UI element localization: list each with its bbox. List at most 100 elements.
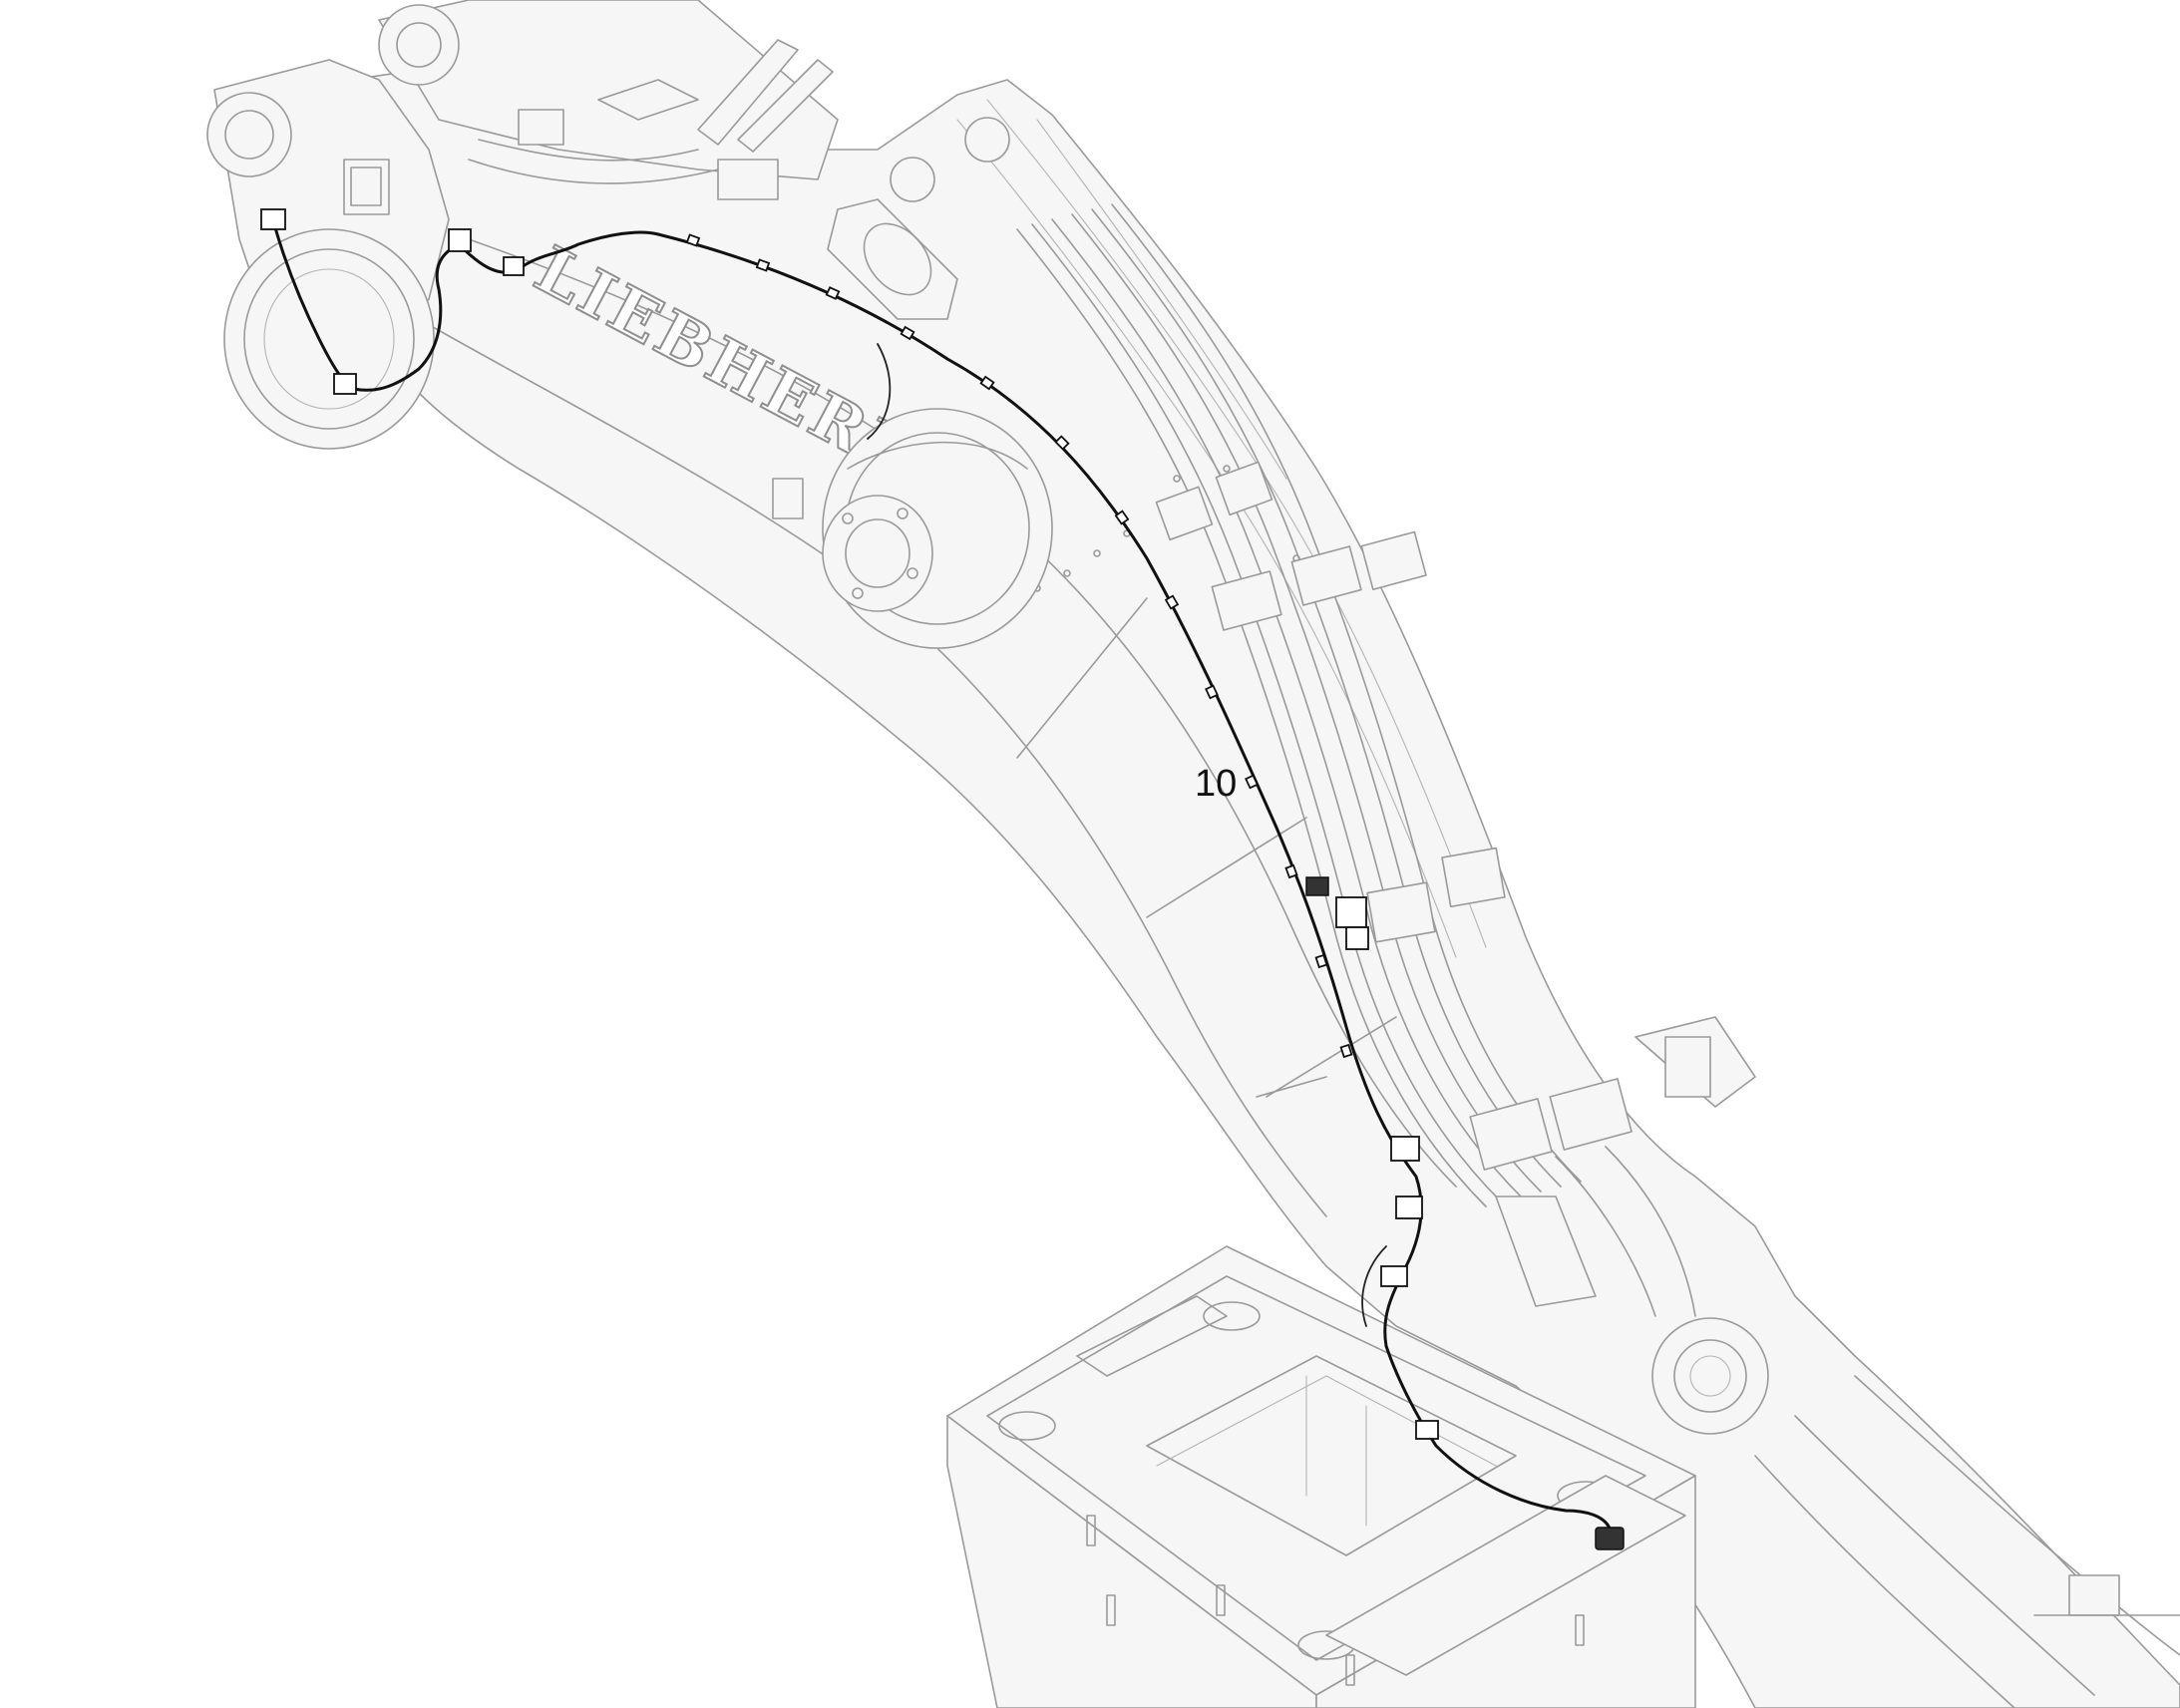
- boom-head-pin-left-bore: [224, 110, 274, 160]
- hose-clamp-9: [1549, 1078, 1633, 1151]
- box-slot-1: [1086, 1515, 1096, 1546]
- box-top-plate: [1076, 1295, 1228, 1377]
- pivot-side-bracket: [772, 478, 804, 519]
- hydraulic-line-4: [1071, 213, 1542, 1193]
- boom-cylinder-pivot: [772, 408, 1053, 649]
- box-slot-3: [1216, 1584, 1226, 1616]
- harness-junction-box-2: [1335, 896, 1367, 928]
- hose-clamp-6: [1366, 881, 1436, 943]
- box-slot-5: [1575, 1614, 1585, 1646]
- harness-clip: [685, 233, 701, 247]
- hydraulic-line-6: [1111, 203, 1582, 1183]
- pivot-hub-cap: [822, 495, 933, 612]
- harness-connector-1: [1345, 926, 1369, 950]
- harness-main-run: [656, 232, 1613, 1533]
- head-cylinder-rod-2: [737, 59, 834, 153]
- hydraulic-line-bundle: [1016, 203, 1633, 1207]
- boom-foot-cross-plate: [1495, 1196, 1597, 1307]
- harness-clip: [1314, 953, 1328, 969]
- harness-to-head: [457, 230, 660, 274]
- boom-foot: [1495, 1016, 2180, 1708]
- boom-eye-lower: [223, 228, 435, 450]
- harness-clip: [1205, 684, 1219, 700]
- boom-foot-plate: [1664, 1036, 1711, 1098]
- box-slot-2: [1106, 1594, 1116, 1626]
- boom-foot-pin-inner: [1673, 1339, 1747, 1413]
- hydraulic-line-5: [1091, 208, 1562, 1188]
- hydraulic-line-3: [1051, 218, 1522, 1197]
- chassis-rail-1: [1794, 1415, 2095, 1696]
- box-opening: [1146, 1355, 1517, 1556]
- head-valve-block: [717, 159, 779, 200]
- hydraulic-line-2: [1031, 223, 1502, 1202]
- chassis-rail-3: [1854, 1375, 2180, 1656]
- wiring-harness: [260, 208, 1625, 1550]
- harness-clip: [1339, 1043, 1353, 1059]
- box-opening-depth: [1156, 1375, 1497, 1467]
- harness-connector-3: [1395, 1196, 1423, 1219]
- boom-eye-lower-inner: [243, 248, 415, 430]
- box-front-wall: [946, 1415, 1317, 1708]
- boom-eye-lower-bore: [263, 268, 395, 410]
- boom-foot-pin-bore: [1689, 1355, 1731, 1397]
- head-cylinder-rod-1: [697, 39, 799, 146]
- head-clamp-1: [518, 109, 564, 146]
- boom-seam-1: [1016, 597, 1148, 759]
- harness-clip: [900, 325, 915, 341]
- boom-foot-rib-1: [1555, 1156, 1656, 1317]
- harness-head-connector-3: [448, 228, 472, 252]
- pivot-hub-cap-inner: [845, 518, 910, 588]
- harness-clip: [1054, 435, 1070, 451]
- boom-flange-line-3: [1036, 119, 1287, 480]
- harness-eye-loop: [272, 222, 461, 392]
- boom-top-pin: [890, 157, 935, 202]
- hose-clamp-7: [1441, 847, 1506, 908]
- harness-connector-2: [1390, 1136, 1420, 1162]
- harness-connector-4: [1380, 1265, 1408, 1287]
- chassis-rail-2: [1754, 1455, 2015, 1708]
- harness-junction-box-1: [1305, 876, 1329, 896]
- harness-clip: [979, 375, 995, 391]
- box-slot-4: [1345, 1654, 1355, 1686]
- pivot-upper-arc: [847, 441, 1028, 470]
- harness-end-plug: [1595, 1527, 1625, 1550]
- head-hose-2: [468, 159, 719, 184]
- hose-clamp-8: [1469, 1098, 1553, 1171]
- harness-head-connector-1: [260, 208, 286, 230]
- harness-clip: [1245, 774, 1259, 790]
- boom-head-bracket-inner: [350, 167, 382, 206]
- chassis-bracket: [2068, 1574, 2120, 1616]
- harness-branch-lower: [1361, 1245, 1387, 1327]
- head-hose-1: [478, 139, 699, 162]
- boom-foot-rib-2: [1605, 1146, 1696, 1317]
- boom-head-pin-top: [378, 4, 460, 86]
- boom-head-pin-left: [206, 92, 292, 177]
- harness-clip: [825, 286, 841, 300]
- harness-clip: [1284, 863, 1298, 879]
- hydraulic-line-1: [1016, 228, 1487, 1207]
- boom-foot-pin-outer: [1651, 1317, 1769, 1435]
- harness-clip: [1164, 594, 1180, 610]
- harness-head-connector-2: [333, 373, 357, 395]
- boom-head: [206, 0, 839, 450]
- harness-clip: [1114, 510, 1130, 525]
- boom-web-lower-edge: [418, 318, 1327, 1217]
- harness-branch-pivot: [867, 343, 892, 440]
- hose-clamp-5: [1360, 530, 1427, 591]
- box-cover-lid: [1325, 1475, 1686, 1676]
- hose-clamp-1: [1155, 486, 1214, 541]
- boom-slot: [863, 222, 932, 296]
- boom-head-pin-top-bore: [396, 22, 442, 68]
- hose-clamp-2: [1215, 461, 1273, 516]
- box-top-inner: [986, 1275, 1646, 1661]
- harness-clip: [755, 258, 771, 272]
- harness-connector-5: [1415, 1420, 1439, 1440]
- boom-top-lug: [827, 117, 1010, 320]
- boom-top-pin-2: [964, 117, 1010, 163]
- head-plate-detail: [597, 79, 699, 121]
- box-pad-1: [998, 1411, 1056, 1441]
- callout-harness-label: 10: [1195, 763, 1237, 805]
- box-pad-2: [1203, 1301, 1261, 1331]
- hose-clamp-3: [1211, 570, 1282, 631]
